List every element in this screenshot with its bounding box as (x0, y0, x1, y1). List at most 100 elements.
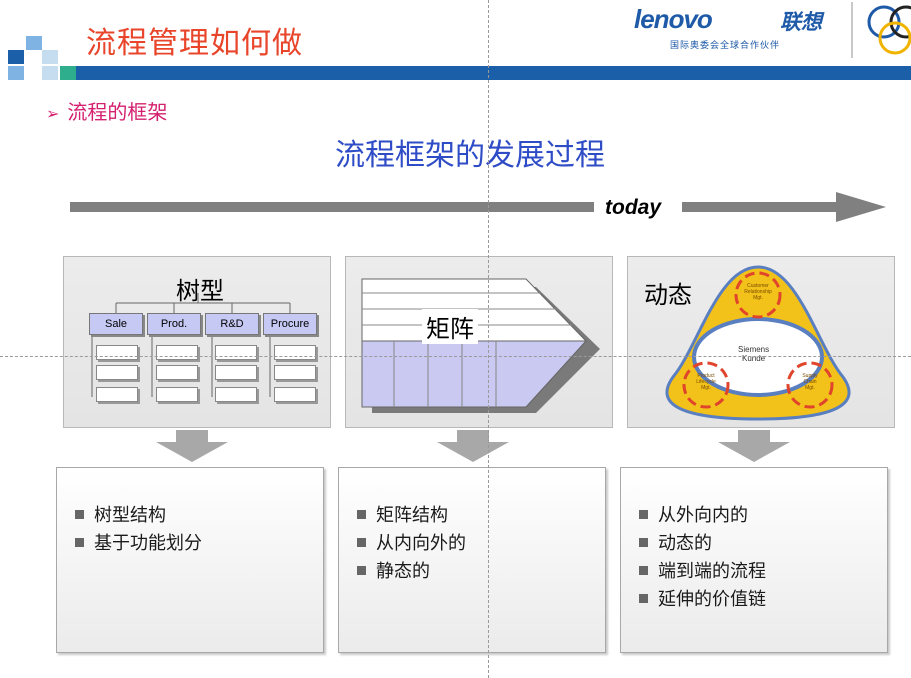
node-label-line: Mgt. (701, 385, 711, 391)
node-label-line: Product (697, 373, 715, 379)
list-item: 树型结构 (75, 502, 202, 530)
square-bullet-icon (357, 566, 366, 575)
org-sub-box (274, 365, 316, 380)
panel-label: 树型 (176, 277, 224, 305)
list-item-text: 基于功能划分 (94, 533, 202, 554)
panel-dynamic: 动态 Siemens Kunde Customer Relationship M… (627, 256, 895, 428)
lenovo-logo: lenovo 联想 国际奥委会全球合作伙伴 (634, 4, 839, 56)
square-bullet-icon (639, 510, 648, 519)
org-box-sale: Sale (89, 313, 143, 335)
page-title: 流程管理如何做 (86, 26, 303, 61)
down-arrow-icon (718, 430, 790, 462)
timeline-arrow-icon (836, 192, 886, 222)
logo-chinese: 联想 (780, 10, 822, 34)
node-label-crm: Customer Relationship Mgt. (740, 283, 776, 301)
org-sub-box (215, 345, 257, 360)
square-bullet-icon (75, 538, 84, 547)
list-item-text: 端到端的流程 (658, 561, 766, 582)
node-label-scm: Supply Chain Mgt. (792, 373, 828, 391)
list-item-text: 延伸的价值链 (658, 589, 766, 610)
square-bullet-icon (639, 566, 648, 575)
org-box-prod: Prod. (147, 313, 201, 335)
dynamic-triangle-graphic (665, 265, 851, 421)
panel-tree: 树型 Sale Prod. R&D Procure (63, 256, 331, 428)
org-sub-box (274, 387, 316, 402)
node-label-line: Mgt. (753, 295, 763, 301)
list-item-text: 动态的 (658, 533, 712, 554)
description-box-dynamic: 从外向内的 动态的 端到端的流程 延伸的价值链 (620, 467, 888, 653)
center-label-line: Kunde (741, 354, 766, 363)
decor-square (26, 36, 42, 50)
node-label-line: Chain (803, 379, 817, 385)
org-sub-box (215, 387, 257, 402)
bullet-list: 树型结构 基于功能划分 (75, 502, 202, 558)
decor-square (42, 50, 58, 64)
list-item: 动态的 (639, 530, 766, 558)
decor-square (8, 66, 24, 80)
list-item-text: 从外向内的 (658, 505, 748, 526)
list-item: 端到端的流程 (639, 558, 766, 586)
center-label-line: Siemens (738, 345, 770, 354)
list-item: 矩阵结构 (357, 502, 466, 530)
logo-wordmark: lenovo (634, 4, 713, 34)
panel-label: 动态 (644, 281, 692, 309)
node-label-line: Customer (747, 283, 769, 289)
square-bullet-icon (639, 538, 648, 547)
decor-square (42, 66, 58, 80)
olympic-rings-icon (867, 5, 911, 55)
decor-accent (60, 66, 76, 80)
guide-line-horizontal (0, 356, 911, 357)
guide-line-vertical (488, 0, 489, 678)
bullet-list: 从外向内的 动态的 端到端的流程 延伸的价值链 (639, 502, 766, 614)
org-box-procure: Procure (263, 313, 317, 335)
node-label-line: Mgt. (805, 385, 815, 391)
org-sub-box (96, 387, 138, 402)
org-sub-box (156, 365, 198, 380)
matrix-chevron-graphic (361, 278, 600, 413)
main-title: 流程框架的发展过程 (335, 138, 605, 173)
list-item-text: 矩阵结构 (376, 505, 448, 526)
list-item: 基于功能划分 (75, 530, 202, 558)
list-item-text: 树型结构 (94, 505, 166, 526)
timeline-bar (682, 202, 838, 212)
node-label-line: Lifecycle (696, 379, 716, 385)
square-bullet-icon (639, 594, 648, 603)
node-label-line: Supply (802, 373, 818, 379)
list-item-text: 从内向外的 (376, 533, 466, 554)
bullet-arrow-icon: ➢ (46, 104, 60, 123)
center-label: Siemens Kunde (738, 345, 769, 363)
down-arrow-icon (437, 430, 509, 462)
node-label-plm: Product Lifecycle Mgt. (688, 373, 724, 391)
square-bullet-icon (75, 510, 84, 519)
list-item: 从内向外的 (357, 530, 466, 558)
panel-matrix: 矩阵 (345, 256, 613, 428)
square-bullet-icon (357, 538, 366, 547)
bullet-list: 矩阵结构 从内向外的 静态的 (357, 502, 466, 586)
list-item-text: 静态的 (376, 561, 430, 582)
list-item: 静态的 (357, 558, 466, 586)
square-bullet-icon (357, 510, 366, 519)
section-bullet: ➢ 流程的框架 (46, 96, 167, 125)
divider (851, 2, 853, 58)
org-sub-box (156, 345, 198, 360)
org-sub-box (96, 365, 138, 380)
section-heading: 流程的框架 (67, 100, 168, 124)
node-label-line: Relationship (744, 289, 772, 295)
description-box-matrix: 矩阵结构 从内向外的 静态的 (338, 467, 606, 653)
timeline-bar (70, 202, 594, 212)
org-box-rd: R&D (205, 313, 259, 335)
description-box-tree: 树型结构 基于功能划分 (56, 467, 324, 653)
list-item: 延伸的价值链 (639, 586, 766, 614)
org-chart-lines (91, 293, 291, 397)
org-sub-box (215, 365, 257, 380)
header-bar (76, 66, 911, 80)
decor-square (8, 50, 24, 64)
down-arrow-icon (156, 430, 228, 462)
timeline-today-label: today (605, 196, 662, 219)
logo-tagline: 国际奥委会全球合作伙伴 (670, 41, 781, 51)
panel-label: 矩阵 (422, 309, 478, 344)
org-sub-box (274, 345, 316, 360)
org-sub-box (96, 345, 138, 360)
org-sub-box (156, 387, 198, 402)
list-item: 从外向内的 (639, 502, 766, 530)
